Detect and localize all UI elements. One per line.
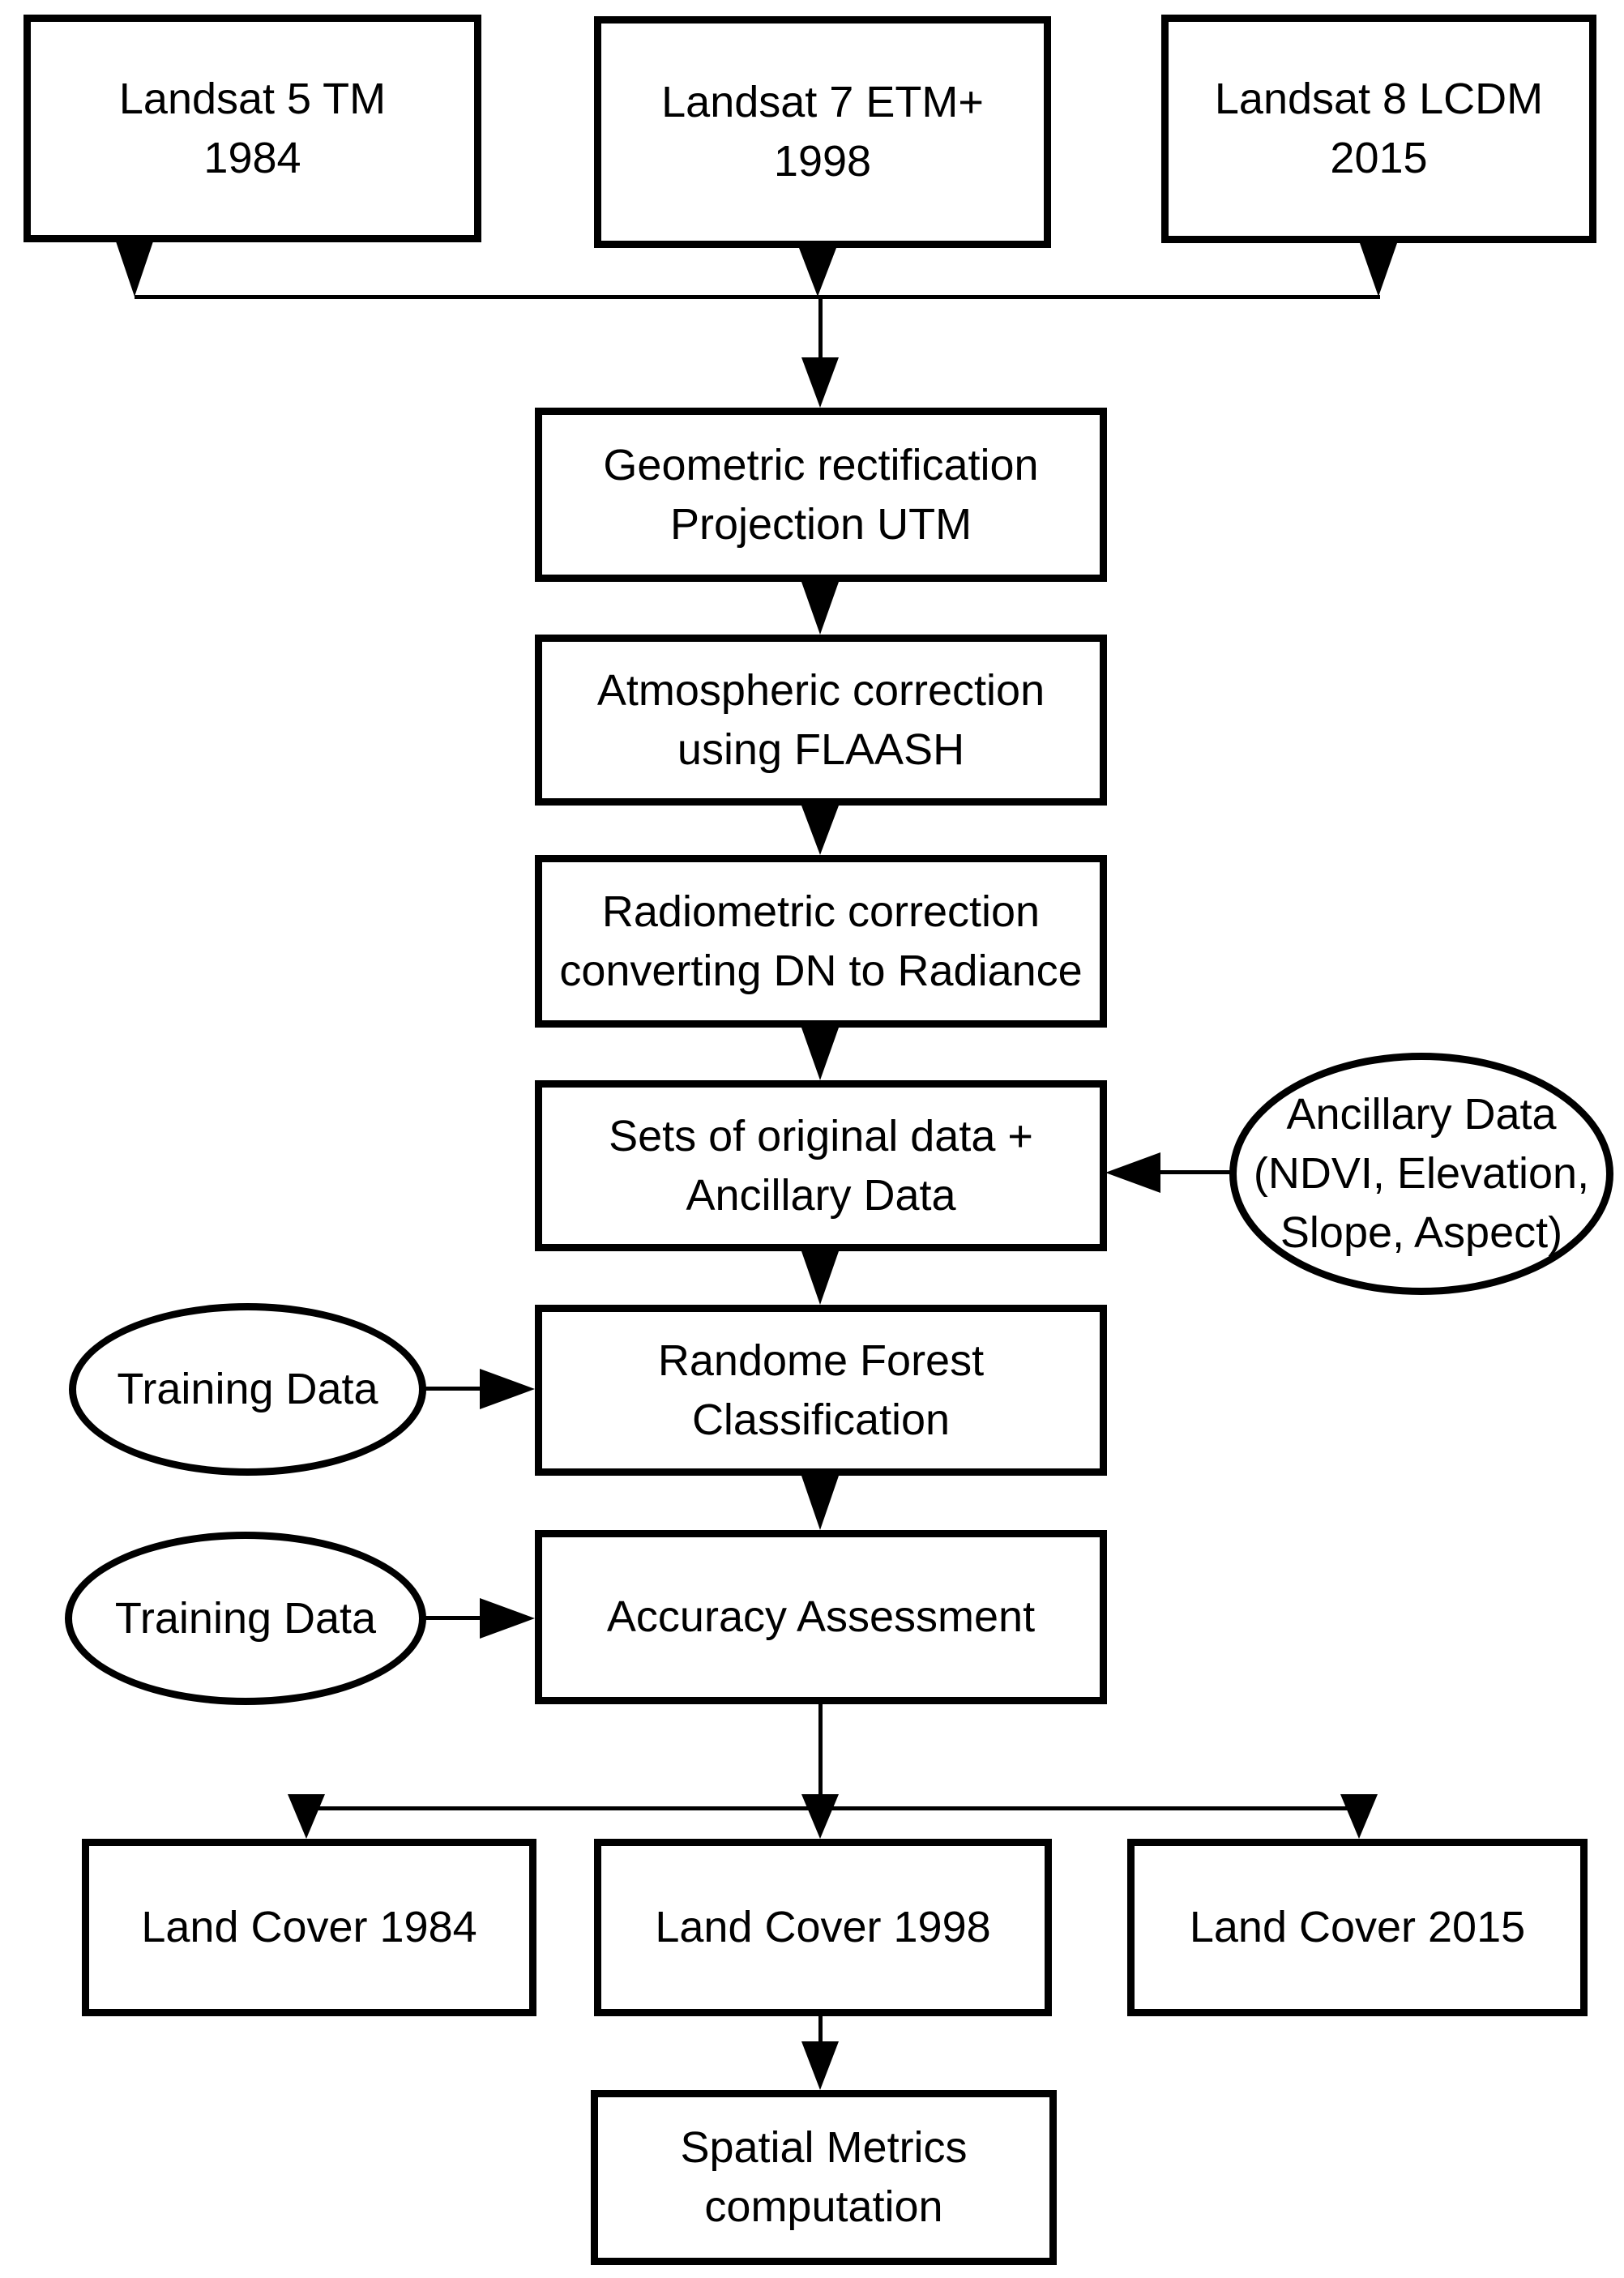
training1-to-randomforest-line xyxy=(423,1387,483,1391)
arrowhead-landsat8-to-join xyxy=(1360,243,1397,297)
node-accuracy-assessment: Accuracy Assessment xyxy=(535,1530,1107,1704)
node-ancillary-data-ellipse: Ancillary Data (NDVI, Elevation, Slope, … xyxy=(1229,1053,1613,1295)
lc1998-to-spatial-line xyxy=(818,2016,823,2045)
node-landsat7-etm-1998: Landsat 7 ETM+ 1998 xyxy=(594,16,1051,248)
node-land-cover-1998: Land Cover 1998 xyxy=(594,1839,1052,2016)
arrowhead-training1-into-randomforest xyxy=(480,1369,535,1409)
arrowhead-into-lc2015 xyxy=(1340,1794,1378,1839)
arrowhead-randomforest-to-accuracy xyxy=(801,1476,839,1530)
arrowhead-geometric-to-atmospheric xyxy=(801,582,839,635)
node-radiometric-correction: Radiometric correction converting DN to … xyxy=(535,855,1107,1028)
accuracy-to-branch-line xyxy=(818,1704,823,1810)
arrowhead-into-lc1984 xyxy=(288,1794,325,1839)
arrowhead-landsat5-to-join xyxy=(116,241,153,297)
training2-to-accuracy-line xyxy=(423,1616,483,1620)
node-landsat8-lcdm-2015: Landsat 8 LCDM 2015 xyxy=(1161,15,1596,243)
arrowhead-radiometric-to-sets xyxy=(801,1028,839,1080)
ancillary-to-sets-line xyxy=(1157,1170,1232,1174)
node-geometric-rectification: Geometric rectification Projection UTM xyxy=(535,408,1107,582)
node-random-forest-classification: Randome Forest Classification xyxy=(535,1305,1107,1476)
arrowhead-into-lc1998 xyxy=(801,1794,839,1839)
node-training-data-2-ellipse: Training Data xyxy=(65,1532,426,1705)
node-training-data-1-ellipse: Training Data xyxy=(69,1303,426,1476)
arrowhead-ancillary-into-sets xyxy=(1105,1152,1160,1193)
arrowhead-sets-to-randomforest xyxy=(801,1251,839,1305)
node-land-cover-2015: Land Cover 2015 xyxy=(1127,1839,1588,2016)
node-spatial-metrics-computation: Spatial Metrics computation xyxy=(591,2090,1057,2265)
join-line xyxy=(135,295,1380,299)
node-land-cover-1984: Land Cover 1984 xyxy=(82,1839,536,2016)
arrowhead-landsat7-to-join xyxy=(799,248,836,297)
arrowhead-atmospheric-to-radiometric xyxy=(801,806,839,855)
join-to-geometric-line xyxy=(818,297,823,360)
arrowhead-into-geometric xyxy=(801,357,839,408)
arrowhead-training2-into-accuracy xyxy=(480,1598,535,1639)
arrowhead-into-spatial xyxy=(801,2041,839,2090)
node-atmospheric-correction: Atmospheric correction using FLAASH xyxy=(535,635,1107,806)
node-sets-of-original-data: Sets of original data + Ancillary Data xyxy=(535,1080,1107,1251)
node-landsat5-tm-1984: Landsat 5 TM 1984 xyxy=(24,15,481,242)
